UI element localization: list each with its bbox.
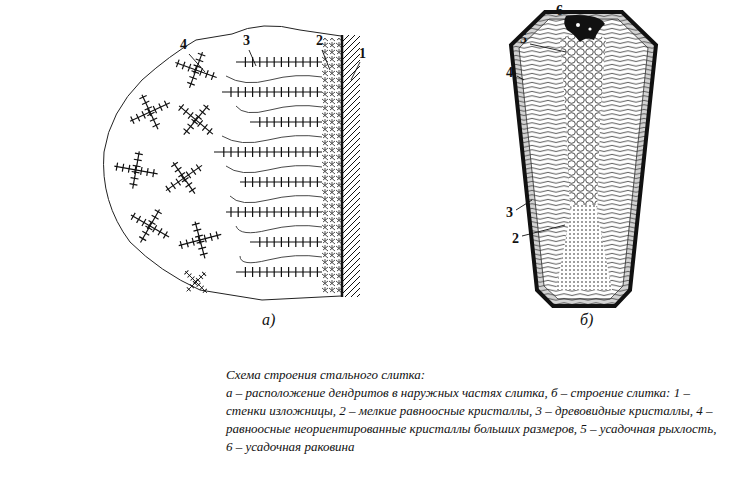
caption-title: Схема строения стального слитка: [226,366,721,384]
panel-label: б) [580,312,593,328]
callout-number: 6 [556,4,563,18]
callout-number: 2 [316,34,323,48]
callout-number: 3 [506,206,513,220]
panel-label: а) [262,312,275,328]
callout-number: 4 [180,38,187,52]
figure-caption: а – расположение дендритов в наружных ча… [226,384,721,456]
callout-number: 4 [506,66,513,80]
callout-number: 5 [520,32,527,46]
callout-number: 2 [512,232,519,246]
callout-number: 1 [359,47,366,61]
callout-number: 3 [243,34,250,48]
